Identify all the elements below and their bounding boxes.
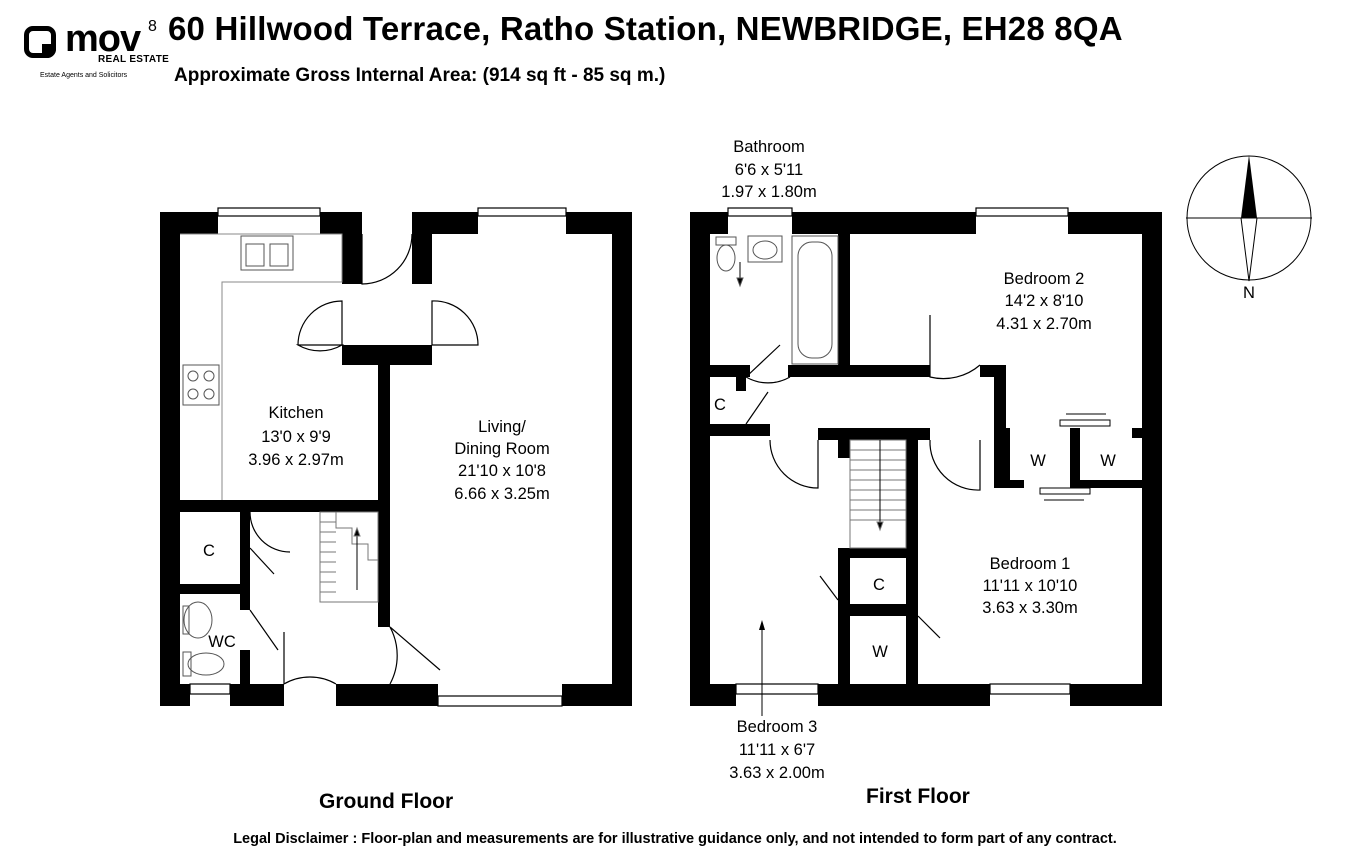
ground-cupboard-label: C	[203, 542, 215, 560]
compass-icon: N	[1186, 155, 1312, 302]
company-logo: mov 8 REAL ESTATE Estate Agents and Soli…	[20, 14, 169, 84]
first-floor-plan: Bathroom 6'6 x 5'11 1.97 x 1.80m Bedroom…	[690, 138, 1162, 782]
ground-floor-stairs	[319, 511, 379, 603]
ground-floor-doors	[249, 233, 479, 685]
compass-north-label: N	[1243, 284, 1255, 302]
ground-floor-label: Ground Floor	[319, 790, 454, 813]
bathroom-metric: 1.97 x 1.80m	[721, 183, 816, 201]
ground-floor-windows	[189, 207, 567, 707]
bedroom1-metric: 3.63 x 3.30m	[982, 599, 1077, 617]
wardrobe-a-label: W	[1030, 452, 1046, 470]
legal-disclaimer: Legal Disclaimer : Floor-plan and measur…	[233, 831, 1117, 847]
first-floor-windows	[727, 207, 1071, 695]
first-floor-walls	[690, 212, 1162, 706]
kitchen-hob-icon	[182, 364, 220, 406]
bedroom2-name: Bedroom 2	[1004, 270, 1085, 288]
first-floor-stairs	[849, 439, 907, 549]
living-name-line1: Living/	[478, 418, 526, 436]
bedroom2-metric: 4.31 x 2.70m	[996, 315, 1091, 333]
living-metric: 6.66 x 3.25m	[454, 485, 549, 503]
logo-line: REAL ESTATE	[98, 54, 170, 65]
ground-floor-walls	[160, 212, 632, 706]
ground-floor-plan: Kitchen 13'0 x 9'9 3.96 x 2.97m Living/ …	[160, 207, 632, 707]
wardrobe-slide-icons	[1039, 413, 1111, 501]
logo-word: mov	[65, 18, 141, 60]
gross-area-subtitle: Approximate Gross Internal Area: (914 sq…	[174, 65, 666, 86]
bathroom-imperial: 6'6 x 5'11	[735, 161, 803, 179]
logo-superscript: 8	[148, 18, 157, 35]
wardrobe-b-label: W	[1100, 452, 1116, 470]
first-floor-doors	[745, 315, 981, 639]
bathroom-name: Bathroom	[733, 138, 805, 156]
kitchen-metric: 3.96 x 2.97m	[248, 451, 343, 469]
bedroom1-name: Bedroom 1	[990, 555, 1071, 573]
living-imperial: 21'10 x 10'8	[458, 462, 546, 480]
wc-label: WC	[208, 633, 236, 651]
stair-cupboard-label: C	[873, 576, 885, 594]
wardrobe-c-label: W	[872, 643, 888, 661]
bedroom3-metric: 3.63 x 2.00m	[729, 764, 824, 782]
wc-fixtures-icon	[182, 601, 225, 677]
landing-cupboard-label: C	[714, 396, 726, 414]
living-name-line2: Dining Room	[454, 440, 549, 458]
kitchen-sink-icon	[240, 235, 294, 271]
kitchen-name: Kitchen	[268, 404, 323, 422]
bathroom-fixtures-icon	[715, 235, 839, 365]
bedroom2-imperial: 14'2 x 8'10	[1005, 292, 1084, 310]
bedroom3-name: Bedroom 3	[737, 718, 818, 736]
kitchen-counter	[180, 233, 343, 500]
bedroom1-imperial: 11'11 x 10'10	[983, 577, 1078, 595]
kitchen-imperial: 13'0 x 9'9	[261, 428, 331, 446]
bedroom3-pointer-arrow	[759, 620, 765, 716]
property-address-title: 60 Hillwood Terrace, Ratho Station, NEWB…	[168, 10, 1123, 47]
bedroom3-imperial: 11'11 x 6'7	[739, 741, 815, 759]
logo-tagline: Estate Agents and Solicitors	[40, 72, 128, 79]
logo-mark-icon	[24, 26, 56, 58]
first-floor-label: First Floor	[866, 785, 970, 808]
